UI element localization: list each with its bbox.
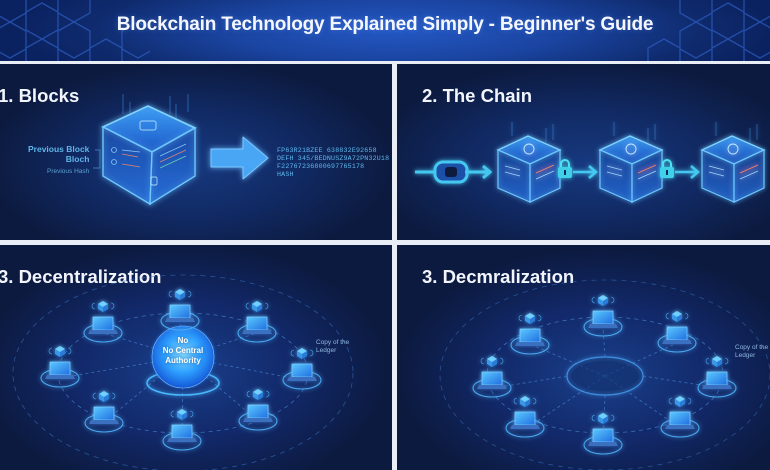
- hexagon-pattern-right: [647, 0, 770, 61]
- previous-block-label: Previous Block Bloch: [28, 144, 89, 164]
- right-arrow-icon: [210, 136, 269, 180]
- empty-center-ring: [566, 356, 644, 396]
- center-line3: Authority: [165, 356, 201, 365]
- laptop-node-icon: [472, 355, 512, 398]
- central-authority-globe-icon: [152, 326, 214, 388]
- center-line2: No Central: [162, 346, 204, 355]
- ledger-line1: Copy of the: [735, 344, 769, 351]
- center-line1: No: [177, 336, 189, 345]
- no-central-authority-label: No No Central Authority: [151, 336, 215, 366]
- laptop-node-icon: [510, 312, 550, 355]
- laptop-node-icon: [162, 408, 202, 451]
- panel-decentralization-2: 3. Decmralization: [397, 245, 770, 470]
- hash-line: F22767236800697765178: [277, 163, 365, 170]
- laptop-node-icon: [83, 300, 123, 343]
- chain-block-1: [497, 121, 561, 203]
- network-illustration: [12, 274, 354, 470]
- previous-block-line1: Previous Block: [28, 144, 90, 154]
- laptop-node-icon: [237, 300, 277, 343]
- panel-title-decentralization-2: 3. Decmralization: [422, 266, 575, 287]
- hash-label: HASH: [277, 171, 294, 178]
- laptop-node-icon: [238, 388, 278, 431]
- laptop-node-icon: [583, 412, 623, 455]
- laptop-node-icon: [583, 294, 623, 337]
- panel-title-chain: 2. The Chain: [422, 85, 532, 106]
- laptop-node-icon: [40, 345, 80, 388]
- arrow-icon: [573, 165, 598, 179]
- copy-of-ledger-label: Copy of the Ledger: [316, 339, 349, 355]
- hash-line: DEFH 345/BEDNUSZ9A72PN32U18: [277, 155, 390, 162]
- panel-title-blocks: 1. Blocks: [0, 85, 80, 106]
- laptop-node-icon: [160, 288, 200, 331]
- laptop-node-icon: [505, 395, 545, 438]
- chain-illustration: [415, 121, 765, 203]
- block-illustration: [93, 94, 269, 206]
- hash-line: FP63R21BZEE 638832E92658: [277, 147, 377, 154]
- copy-of-ledger-label: Copy of the Ledger: [735, 344, 768, 360]
- panel-decentralization: 3. Decentralization: [0, 245, 392, 470]
- hexagon-pattern-left: [0, 0, 150, 61]
- ledger-line2: Ledger: [316, 347, 337, 354]
- laptop-node-icon: [697, 355, 737, 398]
- chain-link-icon: [415, 160, 493, 184]
- chain-block-3: [701, 121, 765, 203]
- hash-text: FP63R21BZEE 638832E92658 DEFH 345/BEDNUS…: [277, 147, 389, 179]
- previous-block-line2: Bloch: [65, 154, 90, 164]
- page-title: Blockchain Technology Explained Simply -…: [116, 14, 654, 35]
- network-illustration-2: [439, 279, 770, 470]
- laptop-node-icon: [657, 310, 697, 353]
- chain-block-2: [599, 121, 663, 203]
- previous-hash-label: Previous Hash: [47, 168, 90, 175]
- ledger-line2: Ledger: [735, 352, 756, 359]
- laptop-node-icon: [660, 395, 700, 438]
- ledger-line1: Copy of the: [316, 339, 350, 346]
- header-banner: Blockchain Technology Explained Simply -…: [0, 0, 770, 61]
- block-cube-icon: [101, 105, 197, 206]
- panel-blocks: 1. Blocks: [0, 64, 392, 240]
- panel-chain: 2. The Chain: [397, 64, 770, 240]
- arrow-icon: [675, 165, 700, 179]
